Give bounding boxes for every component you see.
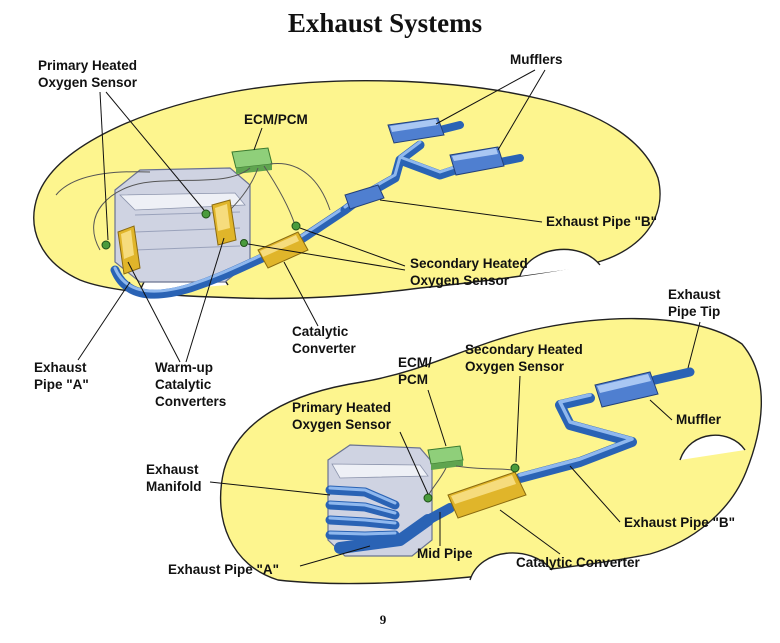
top-label-exhaust-pipe-b: Exhaust Pipe "B" xyxy=(546,214,657,229)
top-leader-lines xyxy=(77,69,546,363)
page-title: Exhaust Systems xyxy=(288,8,482,38)
page-number: 9 xyxy=(380,612,387,627)
bottom-label-muffler: Muffler xyxy=(676,412,722,427)
bottom-exhaust-pipe-b xyxy=(515,393,637,483)
bottom-front-wheel-arch xyxy=(469,552,553,581)
bottom-primary-sensor xyxy=(423,493,433,503)
bottom-system-diagram: Exhaust Pipe Tip ECM/ PCM Secondary Heat… xyxy=(146,287,762,585)
top-warmup-converter-2 xyxy=(211,199,237,246)
top-label-ecm: ECM/PCM xyxy=(244,112,308,127)
bottom-label-exhaust-pipe-tip: Exhaust Pipe Tip xyxy=(668,287,724,319)
top-wire-1 xyxy=(93,167,251,251)
top-muffler-2 xyxy=(449,146,505,176)
bottom-rear-wheel-arch xyxy=(679,434,746,461)
bottom-label-mid-pipe: Mid Pipe xyxy=(417,546,473,561)
top-resonator xyxy=(344,184,385,210)
top-label-mufflers: Mufflers xyxy=(510,52,563,67)
bottom-exhaust-manifold xyxy=(325,485,400,541)
top-pipe-tip-2 xyxy=(496,154,524,166)
bottom-muffler xyxy=(594,371,659,408)
top-warmup-converter-1 xyxy=(117,225,141,275)
top-label-catalytic-converter: Catalytic Converter xyxy=(292,324,357,356)
bottom-catalytic-converter xyxy=(447,471,527,519)
bottom-ecm-module xyxy=(427,445,464,470)
top-secondary-sensor xyxy=(291,221,301,231)
bottom-exhaust-pipe-tip xyxy=(650,367,695,385)
top-wire-3 xyxy=(263,165,296,226)
bottom-label-exhaust-pipe-b: Exhaust Pipe "B" xyxy=(624,515,735,530)
top-label-exhaust-pipe-a: Exhaust Pipe "A" xyxy=(34,360,90,392)
top-label-primary-sensor: Primary Heated Oxygen Sensor xyxy=(38,58,141,90)
top-ecm-module xyxy=(231,147,273,174)
bottom-exhaust-pipe-a xyxy=(334,514,434,554)
top-secondary-sensor-2 xyxy=(240,239,248,247)
bottom-wire-2 xyxy=(455,465,513,471)
top-label-secondary-sensor: Secondary Heated Oxygen Sensor xyxy=(410,256,532,288)
top-wire-5 xyxy=(55,171,151,196)
top-primary-sensor-1 xyxy=(101,240,111,250)
bottom-mid-pipe xyxy=(423,503,455,525)
top-pipe-tip-1 xyxy=(436,121,464,134)
bottom-label-ecm: ECM/ PCM xyxy=(398,355,436,387)
top-muffler-1 xyxy=(387,117,445,144)
top-primary-sensor-2 xyxy=(201,209,211,219)
top-system-diagram: Primary Heated Oxygen Sensor Mufflers EC… xyxy=(33,52,661,409)
bottom-label-primary-sensor: Primary Heated Oxygen Sensor xyxy=(292,400,395,432)
top-exhaust-pipe-a xyxy=(110,205,350,299)
bottom-label-catalytic-converter: Catalytic Converter xyxy=(516,555,641,570)
bottom-label-exhaust-manifold: Exhaust Manifold xyxy=(146,462,202,494)
bottom-label-secondary-sensor: Secondary Heated Oxygen Sensor xyxy=(465,342,587,374)
top-wire-4 xyxy=(269,163,331,211)
bottom-leader-lines xyxy=(209,321,701,567)
bottom-label-exhaust-pipe-a: Exhaust Pipe "A" xyxy=(168,562,279,577)
top-front-wheel-arch xyxy=(519,248,601,277)
bottom-secondary-sensor xyxy=(510,463,520,473)
top-label-warmup-converters: Warm-up Catalytic Converters xyxy=(155,360,226,409)
